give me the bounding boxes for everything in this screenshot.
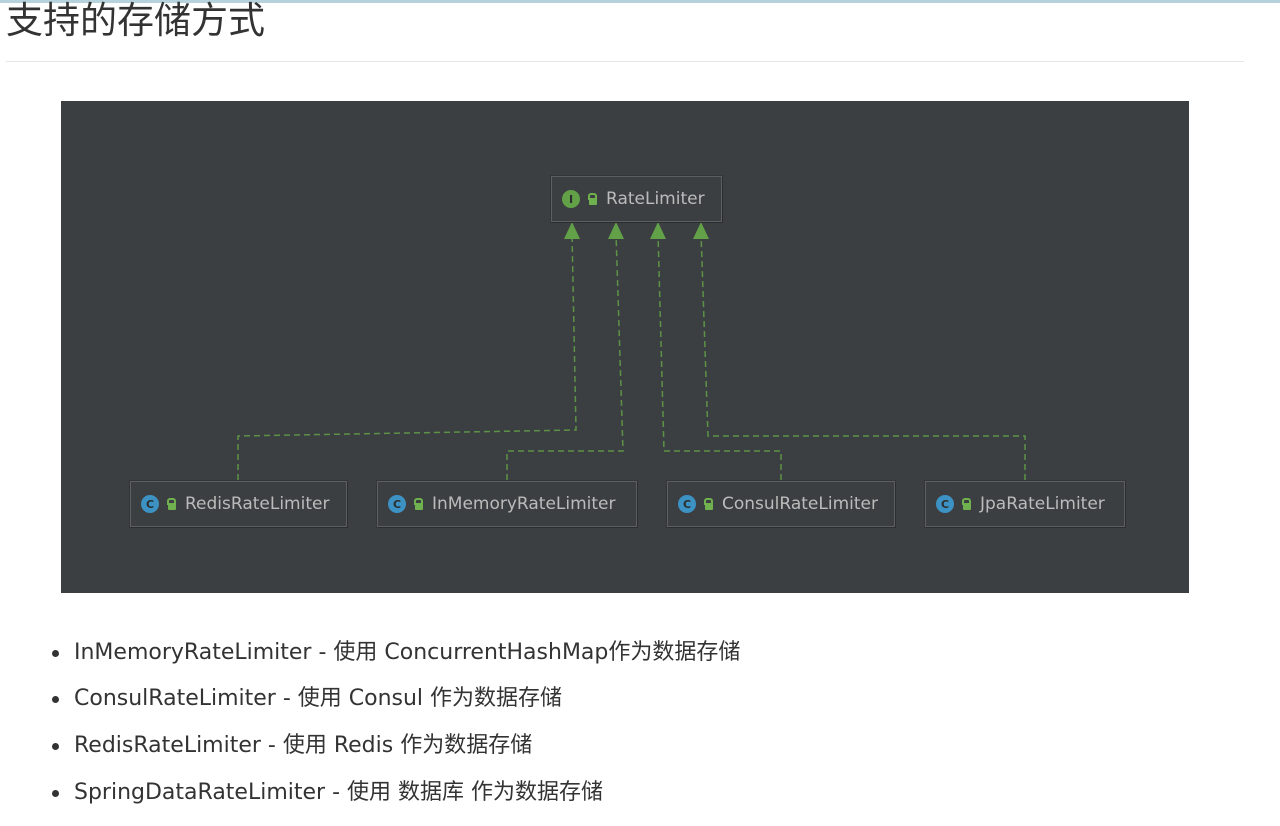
- bullet-icon: [52, 790, 59, 797]
- unlock-icon: [413, 498, 423, 510]
- bullet-icon: [52, 743, 59, 750]
- unlock-icon: [166, 498, 176, 510]
- arrow-jpa: [700, 232, 1026, 480]
- class-icon: C: [388, 495, 406, 513]
- bullet-icon: [52, 650, 59, 657]
- arrow-inmemory: [506, 232, 624, 480]
- inheritance-arrows: [237, 222, 1026, 480]
- node-label: JpaRateLimiter: [980, 494, 1105, 514]
- arrowhead-jpa: [693, 222, 709, 239]
- title-divider: [6, 61, 1244, 62]
- unlock-icon: [961, 498, 971, 510]
- node-label: RateLimiter: [606, 189, 705, 209]
- class-node-redis: C RedisRateLimiter: [130, 481, 347, 527]
- page-title: 支持的存储方式: [6, 0, 265, 42]
- arrow-consul: [657, 232, 782, 480]
- class-icon: C: [936, 495, 954, 513]
- interface-icon: I: [562, 190, 580, 208]
- class-diagram: I RateLimiter C RedisRateLimiter C InMem…: [61, 101, 1189, 593]
- bullet-icon: [52, 696, 59, 703]
- unlock-icon: [587, 193, 597, 205]
- arrow-redis: [237, 232, 577, 480]
- list-item-text: RedisRateLimiter - 使用 Redis 作为数据存储: [74, 733, 533, 758]
- class-node-inmemory: C InMemoryRateLimiter: [377, 481, 637, 527]
- unlock-icon: [703, 498, 713, 510]
- node-label: InMemoryRateLimiter: [432, 494, 616, 514]
- class-icon: C: [141, 495, 159, 513]
- top-border-strip: [0, 0, 1280, 3]
- list-item-text: SpringDataRateLimiter - 使用 数据库 作为数据存储: [74, 780, 603, 805]
- class-node-jpa: C JpaRateLimiter: [925, 481, 1125, 527]
- list-item-text: ConsulRateLimiter - 使用 Consul 作为数据存储: [74, 686, 563, 711]
- node-label: ConsulRateLimiter: [722, 494, 878, 514]
- list-item-text: InMemoryRateLimiter - 使用 ConcurrentHashM…: [74, 640, 741, 665]
- arrowhead-inmemory: [608, 222, 624, 239]
- interface-node-ratelimiter: I RateLimiter: [551, 176, 722, 222]
- class-icon: C: [678, 495, 696, 513]
- arrowhead-consul: [650, 222, 666, 239]
- class-node-consul: C ConsulRateLimiter: [667, 481, 895, 527]
- node-label: RedisRateLimiter: [185, 494, 330, 514]
- arrowhead-redis: [564, 222, 580, 239]
